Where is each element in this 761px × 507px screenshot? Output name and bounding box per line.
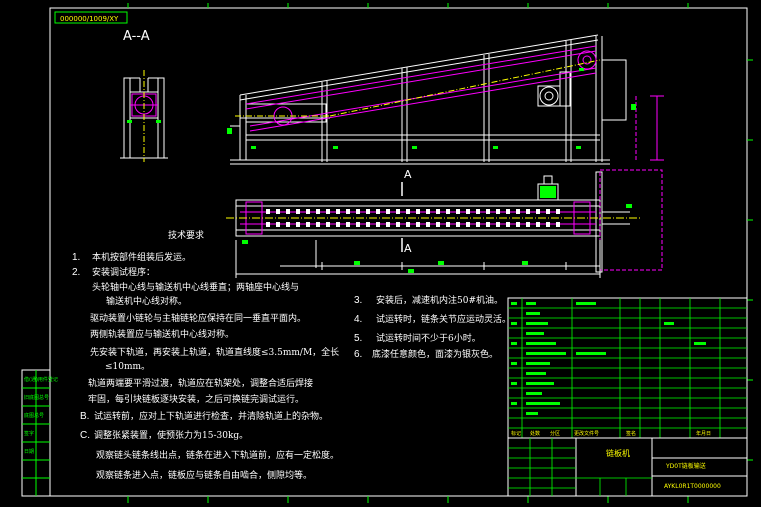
drawing-code-box: 000000/1009/XY (54, 11, 128, 24)
svg-text:牢固，每引块链板逐块安装，之后可换链完调试运行。: 牢固，每引块链板逐块安装，之后可换链完调试运行。 (88, 393, 304, 405)
svg-text:试运转时间不少于6小时。: 试运转时间不少于6小时。 (376, 332, 481, 344)
section-mark-top: A (401, 168, 412, 196)
svg-text:标记: 标记 (511, 430, 521, 437)
svg-text:底图总号: 底图总号 (24, 412, 44, 419)
svg-text:两侧轨装置应与输送机中心线对称。: 两侧轨装置应与输送机中心线对称。 (90, 328, 234, 340)
svg-text:日期: 日期 (24, 449, 34, 455)
svg-text:头轮轴中心线与输送机中心线垂直；两轴座中心线与: 头轮轴中心线与输送机中心线垂直；两轴座中心线与 (92, 281, 299, 293)
section-mark-bottom: A (401, 238, 412, 255)
svg-text:分区: 分区 (550, 430, 560, 437)
svg-text:安装后，减速机内注50#机油。: 安装后，减速机内注50#机油。 (376, 294, 503, 306)
section-label: A--A (123, 29, 150, 44)
drawing-number: AYKL0R1T0000000 (664, 483, 721, 490)
svg-text:试运转时，链条关节应运动灵活。: 试运转时，链条关节应运动灵活。 (376, 313, 511, 325)
svg-text:1.: 1. (72, 252, 80, 263)
model-name: YD0T链板输送 (665, 462, 706, 470)
title-block: 标记 处数 分区 更改文件号 签名 年月日 链板机 YD0T链板输送 AYKL0… (507, 297, 748, 497)
section-view-a-a (120, 70, 168, 162)
plan-view (226, 169, 663, 278)
svg-text:2.: 2. (72, 267, 80, 278)
svg-text:驱动装置小链轮与主轴链轮应保持在同一垂直平面内。: 驱动装置小链轮与主轴链轮应保持在同一垂直平面内。 (90, 312, 306, 324)
svg-text:底漆任意颜色，面漆为银灰色。: 底漆任意颜色，面漆为银灰色。 (372, 348, 498, 360)
svg-text:借(通)用件登记: 借(通)用件登记 (24, 376, 58, 383)
zone-ticks (127, 3, 753, 503)
svg-text:签字: 签字 (24, 430, 34, 437)
svg-text:6.: 6. (354, 349, 362, 360)
side-elevation-view (227, 34, 664, 165)
svg-text:≤10mm。: ≤10mm。 (105, 362, 150, 372)
svg-text:安装调试程序：: 安装调试程序： (92, 266, 155, 278)
svg-text:先安装下轨道，再安装上轨道，轨道直线度≤3.5mm/M，全长: 先安装下轨道，再安装上轨道，轨道直线度≤3.5mm/M，全长 (90, 346, 339, 358)
svg-text:观察链条进入点，链板应与链条自由啮合，侧隙均等。: 观察链条进入点，链板应与链条自由啮合，侧隙均等。 (96, 469, 312, 481)
svg-text:A: A (404, 168, 412, 181)
side-registration-strip: 借(通)用件登记 旧底图总号 底图总号 签字 日期 (22, 370, 58, 496)
svg-text:旧底图总号: 旧底图总号 (24, 394, 49, 401)
svg-text:4.: 4. (354, 314, 362, 325)
svg-text:轨道两端要平滑过渡，轨道应在轨架处，调整合适后焊接: 轨道两端要平滑过渡，轨道应在轨架处，调整合适后焊接 (88, 377, 313, 389)
svg-text:5.: 5. (354, 333, 362, 344)
svg-text:本机按部件组装后发运。: 本机按部件组装后发运。 (92, 251, 191, 263)
notes-right-column: 3. 安装后，减速机内注50#机油。 4. 试运转时，链条关节应运动灵活。 5.… (354, 294, 511, 360)
svg-text:更改文件号: 更改文件号 (574, 430, 599, 437)
svg-text:B.: B. (80, 411, 89, 422)
svg-text:观察链头链条线出点，链条在进入下轨道前，应有一定松度。: 观察链头链条线出点，链条在进入下轨道前，应有一定松度。 (96, 449, 339, 461)
notes-left-column: 1. 本机按部件组装后发运。 2. 安装调试程序： 头轮轴中心线与输送机中心线垂… (72, 251, 339, 481)
svg-text:年月日: 年月日 (696, 430, 711, 437)
product-name: 链板机 (606, 448, 630, 458)
svg-text:签名: 签名 (626, 430, 636, 437)
drawing-code-text: 000000/1009/XY (60, 15, 119, 23)
notes-heading: 技术要求 (168, 229, 204, 241)
svg-text:调整张紧装置，使预张力为15-30kg。: 调整张紧装置，使预张力为15-30kg。 (94, 429, 248, 441)
svg-text:A: A (404, 242, 412, 255)
svg-text:试运转前，应对上下轨道进行检查，并清除轨道上的杂物。: 试运转前，应对上下轨道进行检查，并清除轨道上的杂物。 (94, 410, 328, 422)
svg-text:处数: 处数 (530, 430, 540, 437)
svg-text:输送机中心线对称。: 输送机中心线对称。 (106, 295, 187, 307)
svg-text:C.: C. (80, 430, 90, 441)
svg-text:3.: 3. (354, 295, 362, 306)
